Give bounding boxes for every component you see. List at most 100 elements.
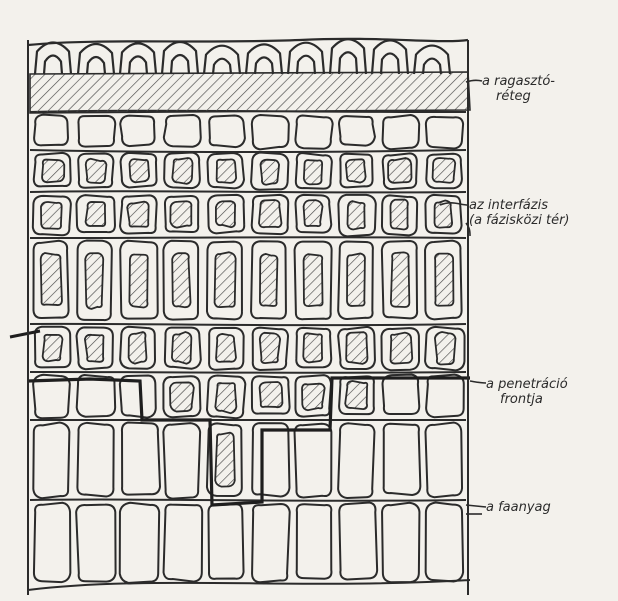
glue-fill [216,334,236,362]
glue-fill [433,158,456,183]
glue-fill [304,254,323,306]
label-glue-layer: a ragasztó- réteg [482,74,555,104]
surface-tube-lumen [297,56,315,74]
glue-fill [41,253,62,305]
surface-tube [162,42,198,74]
glue-fill [303,333,322,362]
glue-fill [170,201,191,227]
glue-fill [41,202,62,229]
surface-tube-lumen [87,57,105,74]
surface-tube-lumen [339,52,357,74]
surface-tube [78,44,114,74]
cell [339,503,377,580]
glue-fill [346,159,366,182]
glue-fill [345,381,367,409]
surface-tube-lumen [171,55,189,74]
label-penetration-front-line-1: a penetráció [486,377,568,392]
glue-fill [170,382,194,411]
glue-fill [260,382,283,407]
surface-tube-lumen [129,56,147,74]
cell [209,115,245,147]
cell-row-8-wall [30,499,466,500]
cell [76,505,115,582]
label-interphase: az interfázis (a fázisközi tér) [469,198,569,228]
surface-tube-lumen [44,56,62,74]
label-interphase-line-1: az interfázis [469,198,569,213]
glue-fill [85,253,103,309]
glue-fill [260,333,280,363]
glue-fill [172,253,190,307]
glue-fill [215,383,236,413]
glue-fill [43,335,63,361]
cell [426,503,463,582]
cell [338,423,374,498]
cell [77,423,113,497]
glue-fill [260,254,278,306]
cell [297,504,332,578]
cell [34,503,70,582]
surface-tube [204,46,240,74]
cell [163,423,200,499]
glue-fill [216,201,235,227]
surface-tube [330,39,366,74]
glue-fill [304,160,322,184]
label-glue-layer-line-2: réteg [482,89,555,104]
cell [122,423,160,495]
cell [120,503,159,583]
glue-fill [172,332,191,364]
surface-cell-tubes [28,39,468,74]
cell-row-2-wall [30,150,466,152]
glue-fill [304,200,323,226]
cell [120,116,154,146]
label-wood-line-1: a faanyag [486,500,551,515]
glue-fill [129,159,149,182]
label-penetration-front: a penetráció frontja [486,377,568,407]
cell [295,115,332,148]
cell-row-6-wall [30,372,466,373]
glue-fill [390,333,412,364]
glue-fill [215,252,236,307]
glue-fill [435,332,456,364]
glue-fill [172,158,192,184]
cell [426,117,463,149]
cell-row-3-wall [30,191,466,192]
surface-tube [414,46,450,74]
cell [252,423,289,496]
glue-fill [347,201,364,229]
glue-fill [215,433,235,487]
surface-tube [372,40,408,74]
surface-tube-lumen [255,57,273,74]
surface-tube [35,43,71,74]
glue-fill [217,159,237,182]
glue-fill [302,384,325,411]
label-wood: a faanyag [486,500,551,515]
cell [164,115,201,147]
label-interphase-line-2: (a fázisközi tér) [469,213,569,228]
cell [78,116,115,147]
glue-layer-band [30,72,470,113]
glue-fill [259,200,282,227]
glue-fill [129,332,147,364]
glue-fill [86,202,106,226]
glue-fill [435,254,453,306]
surface-tube [246,44,282,74]
glue-fill [388,158,411,183]
label-glue-layer-line-1: a ragasztó- [482,74,555,89]
cell [382,503,419,582]
surface-tube [288,43,324,74]
surface-tube [120,43,156,74]
glue-fill [346,332,367,364]
glue-fill [85,335,104,362]
glue-fill [86,159,107,183]
cell [34,115,68,146]
glue-fill [347,253,365,305]
cell [33,423,69,499]
label-penetration-front-line-2: frontja [486,392,568,407]
cell [295,424,332,498]
cell [164,505,203,582]
glue-fill [391,252,409,307]
glue-fill [390,200,407,230]
penetration-front-line [28,378,470,505]
surface-tube-lumen [213,59,231,74]
